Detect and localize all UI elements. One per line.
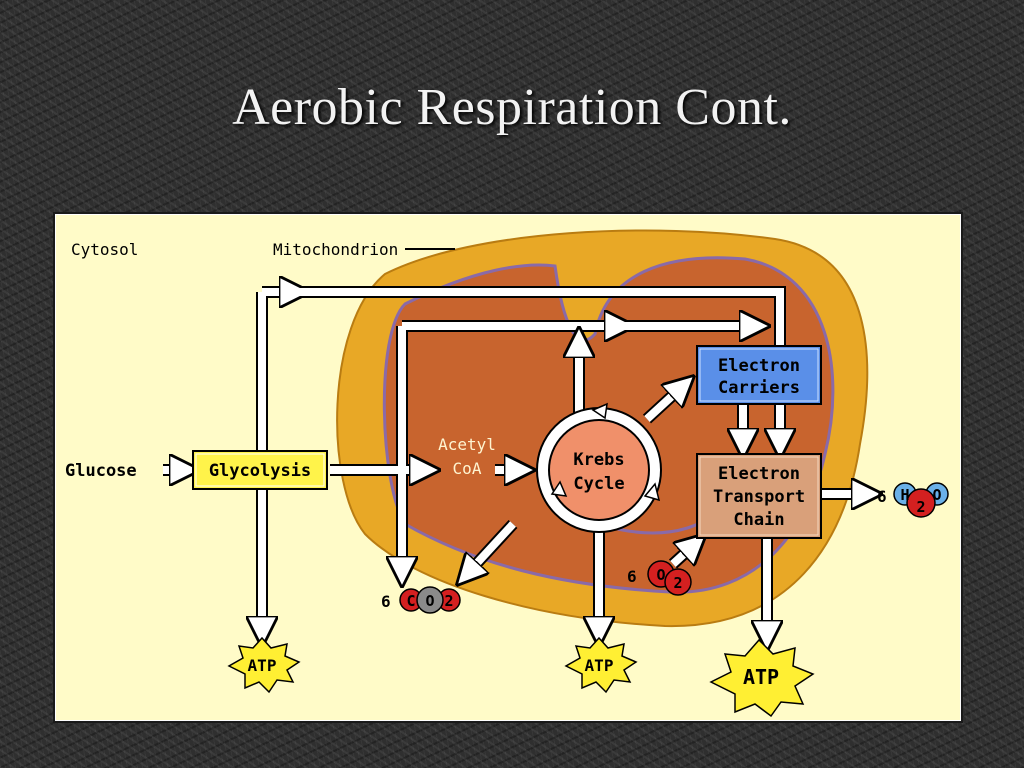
o2-molecule: 6 O 2 (627, 560, 692, 596)
glycolysis-box: Glycolysis (192, 450, 328, 490)
electron-carriers-line1: Electron (718, 356, 800, 376)
co2-molecule: 6 C O 2 (381, 586, 461, 614)
atp-star-glycolysis: ATP (227, 636, 301, 694)
slide-title: Aerobic Respiration Cont. (232, 79, 792, 136)
o2-coefficient: 6 (627, 567, 637, 586)
o2-sub: 2 (673, 574, 682, 592)
h2o-coefficient: 6 (877, 487, 887, 506)
h2o-h: H (900, 486, 909, 504)
electron-carriers-line2: Carriers (718, 378, 800, 398)
electron-transport-chain-box: Electron Transport Chain (696, 453, 822, 539)
cytosol-label: Cytosol (71, 240, 138, 259)
glucose-label: Glucose (65, 461, 137, 481)
co2-coefficient: 6 (381, 592, 391, 611)
atp-label: ATP (585, 656, 614, 675)
acetyl-label: Acetyl (438, 435, 496, 454)
co2-sub: 2 (444, 592, 453, 610)
krebs-label-line2: Cycle (573, 474, 624, 494)
atp-star-krebs: ATP (564, 636, 638, 694)
krebs-cycle: Krebs Cycle (536, 402, 662, 533)
h2o-o: O (932, 486, 941, 504)
atp-label: ATP (743, 665, 779, 689)
h2o-molecule: 6 H 2 O (877, 482, 949, 518)
atp-label: ATP (248, 656, 277, 675)
h2o-sub: 2 (916, 498, 925, 516)
o2-o: O (656, 566, 665, 584)
coa-label: CoA (453, 459, 482, 478)
etc-line3: Chain (733, 510, 784, 530)
respiration-diagram: Cytosol Mitochondrion (53, 212, 963, 723)
etc-line1: Electron (718, 464, 800, 484)
atp-star-etc: ATP (709, 638, 815, 718)
glycolysis-label: Glycolysis (209, 461, 311, 481)
mitochondrion-label: Mitochondrion (273, 240, 398, 259)
etc-line2: Transport (713, 487, 805, 507)
co2-c: C (406, 592, 415, 610)
co2-o: O (425, 592, 434, 610)
krebs-label-line1: Krebs (573, 450, 624, 470)
electron-carriers-box: Electron Carriers (696, 345, 822, 405)
